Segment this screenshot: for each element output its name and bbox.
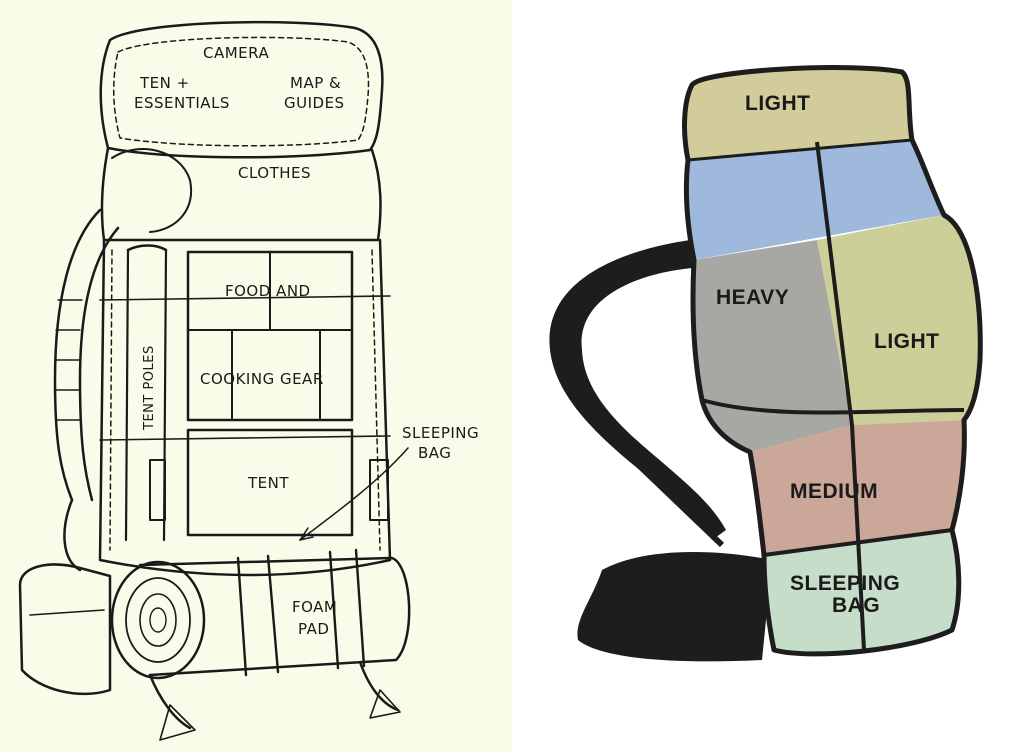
zone-blue-band (686, 140, 944, 260)
zone-heavy (692, 240, 852, 452)
label-tent-poles: TENT POLES (142, 345, 157, 431)
sketch-panel: CAMERA TEN + ESSENTIALS MAP & GUIDES CLO… (0, 0, 512, 752)
label-map-guides-line2: GUIDES (284, 94, 345, 112)
label-ten-essentials-line2: ESSENTIALS (134, 94, 230, 112)
label-sleeping-bag-line1: SLEEPING (402, 424, 479, 442)
zones-panel: LIGHT HEAVY LIGHT MEDIUM SLEEPING BAG (512, 0, 1024, 752)
zone-label-medium: MEDIUM (790, 480, 878, 503)
harness-strap (599, 427, 725, 548)
label-clothes: CLOTHES (238, 164, 311, 182)
zone-label-sleeping-bag-line2: BAG (832, 594, 880, 617)
sketch-backpack-drawing: CAMERA TEN + ESSENTIALS MAP & GUIDES CLO… (18, 20, 479, 741)
zone-light-side (817, 215, 981, 425)
zone-light-top (684, 67, 912, 160)
label-foam-pad-line2: PAD (298, 620, 329, 638)
label-food-and: FOOD AND (225, 282, 311, 300)
zone-label-heavy: HEAVY (716, 286, 789, 309)
hip-belt (577, 551, 772, 662)
pack-outline (682, 65, 983, 657)
label-map-guides-line1: MAP & (290, 74, 341, 92)
shoulder-harness (549, 240, 726, 540)
label-sleeping-bag-line2: BAG (418, 444, 451, 462)
label-camera: CAMERA (203, 44, 269, 62)
zone-label-sleeping-bag-line1: SLEEPING (790, 572, 900, 595)
label-tent: TENT (247, 474, 289, 492)
zone-label-light-side: LIGHT (874, 330, 940, 353)
zone-label-light-top: LIGHT (745, 92, 811, 115)
label-ten-essentials-line1: TEN + (139, 74, 190, 92)
label-cooking-gear: COOKING GEAR (200, 370, 324, 388)
zones-backpack-diagram: LIGHT HEAVY LIGHT MEDIUM SLEEPING BAG (549, 65, 983, 662)
label-foam-pad-line1: FOAM (292, 598, 337, 616)
